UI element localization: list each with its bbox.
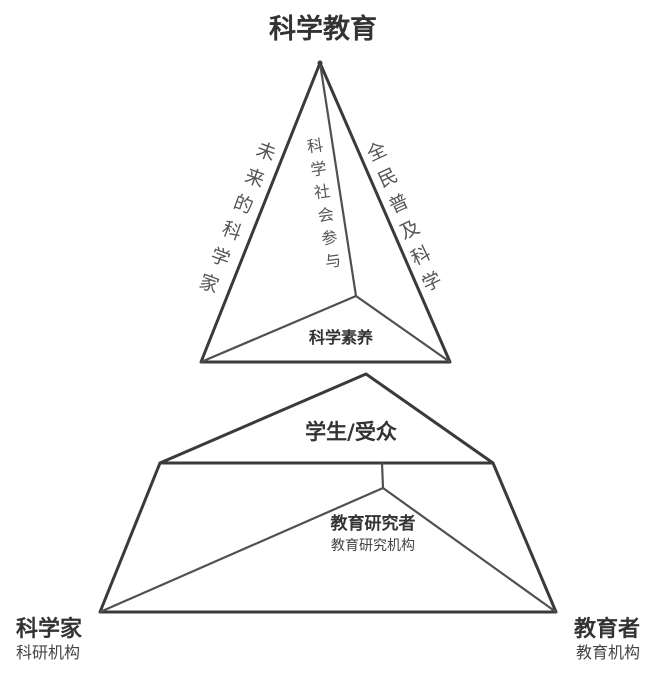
top-pyramid-inner-edge (318, 62, 358, 297)
bottom-pyramid-inner-right (382, 487, 557, 613)
right-edge-label-char: 及 (397, 216, 424, 244)
left-edge-label-char: 未 (253, 138, 278, 165)
top-pyramid-base-left-edge (200, 294, 357, 364)
bottom-pyramid-trapezoid (98, 461, 558, 614)
top-pyramid-outline (199, 61, 452, 364)
bottom-pyramid: 学生/受众 教育研究者 教育研究机构 科学家 科研机构 教育者 教育机构 (16, 372, 640, 662)
center-subtitle: 教育研究机构 (331, 538, 415, 554)
center-edge-label-char: 学 (309, 158, 328, 179)
top-pyramid-base-label: 科学素养 (309, 328, 374, 347)
top-pyramid-base-right-edge (355, 295, 451, 363)
bottom-pyramid-top-triangle (158, 372, 495, 465)
left-edge-label-char: 家 (196, 270, 221, 297)
left-vertex-subtitle: 科研机构 (16, 643, 80, 662)
bottom-pyramid-apex-label: 学生/受众 (305, 420, 397, 444)
bottom-pyramid-inner-left (99, 486, 384, 614)
left-edge-label-char: 的 (231, 191, 256, 218)
left-edge-label-char: 学 (208, 244, 233, 271)
center-title: 教育研究者 (330, 513, 416, 534)
right-vertex-title: 教育者 (574, 616, 640, 642)
center-edge-label-char: 与 (324, 250, 343, 271)
center-edge-label-char: 参 (320, 227, 339, 248)
right-edge-label-char: 全 (364, 138, 391, 166)
left-vertex-title: 科学家 (16, 616, 83, 642)
left-edge-label-char: 科 (219, 218, 244, 245)
center-edge-label-char: 社 (313, 181, 332, 202)
right-vertex-subtitle: 教育机构 (576, 643, 640, 662)
top-pyramid-title: 科学教育 (269, 13, 377, 45)
center-edge-label-char: 科 (306, 135, 325, 156)
right-edge-label-char: 民 (375, 164, 402, 192)
apex-dot (317, 60, 323, 66)
right-edge-label-char: 科 (408, 242, 435, 270)
right-edge-label-char: 学 (419, 268, 446, 296)
right-edge-label-char: 普 (386, 190, 413, 218)
left-edge-label-char: 来 (242, 165, 267, 192)
center-edge-label-char: 会 (317, 204, 336, 225)
bottom-pyramid-inner-stem (380, 462, 385, 489)
